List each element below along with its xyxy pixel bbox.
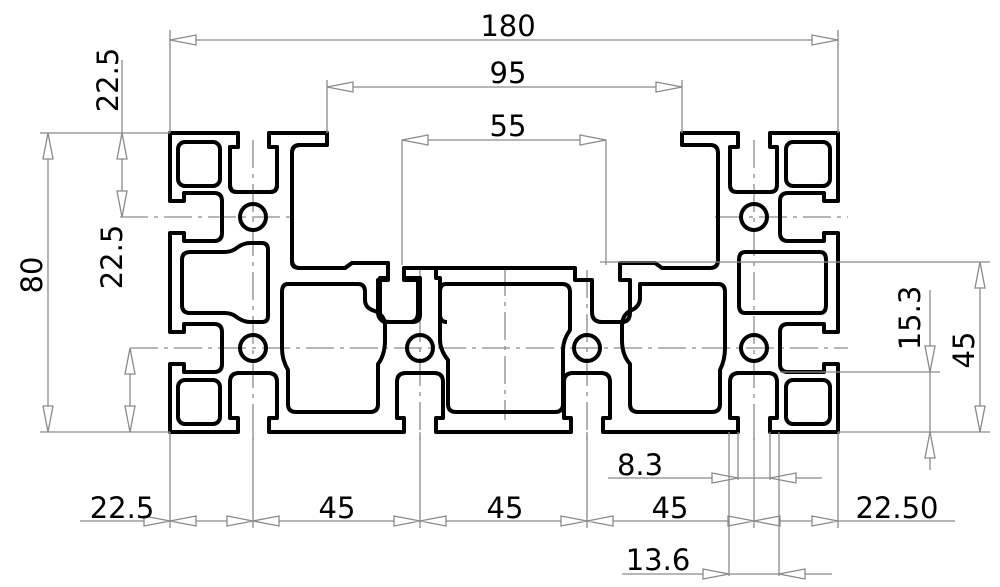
hole	[238, 202, 268, 232]
dim-pitch-2: 45	[487, 491, 524, 525]
dimension-labels: 180 95 55 22.5 22.5 80 15.3 45 22.5 45 4…	[15, 9, 981, 577]
dim-side-offset: 22.5	[95, 225, 129, 290]
dim-overall-width: 180	[480, 9, 535, 43]
hole	[739, 333, 769, 363]
hole	[405, 333, 435, 363]
dim-channel-inner-width: 55	[490, 109, 527, 143]
dim-slot-opening: 8.3	[617, 448, 663, 482]
dim-overall-height: 80	[15, 257, 49, 294]
hole	[238, 333, 268, 363]
dim-bottom-left: 22.5	[90, 491, 155, 525]
profile-outline	[170, 131, 448, 324]
hole	[572, 333, 602, 363]
hole	[739, 202, 769, 232]
dim-channel-width: 95	[490, 56, 527, 90]
mounting-holes	[238, 202, 769, 363]
dim-pitch-1: 45	[319, 491, 356, 525]
dim-pitch-3: 45	[652, 491, 689, 525]
dim-top-offset: 22.5	[91, 48, 125, 113]
dimension-lines	[40, 30, 990, 580]
profile-body	[168, 131, 840, 434]
dim-bottom-right: 22.50	[855, 491, 938, 525]
dim-slot-inner: 13.6	[626, 543, 691, 577]
dim-half-height: 45	[947, 332, 981, 369]
dim-slot-depth: 15.3	[893, 286, 927, 351]
